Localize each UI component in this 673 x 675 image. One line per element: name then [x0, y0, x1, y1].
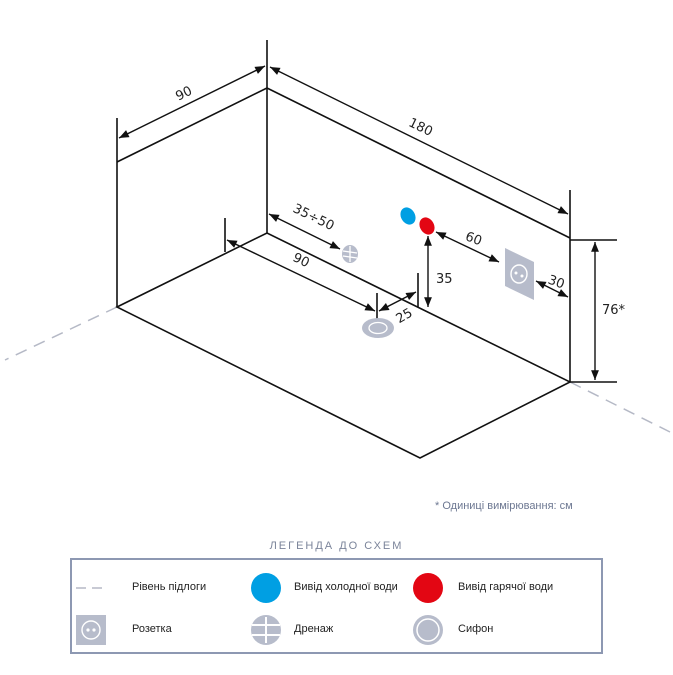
legend-title: ЛЕГЕНДА ДО СХЕМ — [269, 540, 404, 552]
socket-icon — [505, 248, 534, 300]
dim-siphon-from-wall: 90 — [290, 250, 311, 271]
dim-outlet-to-socket: 60 — [463, 229, 484, 249]
legend-floor-level: Рівень підлоги — [132, 581, 207, 593]
siphon-icon — [362, 318, 394, 338]
dim-outlet-height: 35 — [436, 272, 453, 287]
drain-icon — [251, 615, 281, 645]
legend-box: Рівень підлоги Вивід холодної води Вивід… — [70, 558, 603, 654]
legend-socket: Розетка — [132, 623, 172, 635]
legend-cold-water: Вивід холодної води — [294, 581, 398, 593]
dim-height: 76* — [602, 303, 626, 318]
hot-water-icon — [413, 573, 443, 603]
cold-water-icon — [251, 573, 281, 603]
units-note: * Одиниці вимірювання: см — [435, 500, 573, 512]
dim-socket-to-corner: 30 — [546, 273, 567, 293]
socket-icon — [76, 615, 106, 645]
floor-level-lines — [4, 306, 671, 433]
dim-drain-offset: 35÷50 — [290, 201, 336, 234]
legend-hot-water: Вивід гарячої води — [458, 581, 554, 593]
dim-siphon-offset: 25 — [394, 306, 416, 327]
hot-water-outlet-icon — [419, 217, 435, 235]
dimension-lines — [118, 65, 599, 380]
bathtub-installation-scheme: 90 180 76* 35÷50 90 25 35 60 30 — [4, 40, 671, 459]
drain-icon — [342, 245, 358, 263]
legend-icons — [76, 573, 443, 645]
dim-width: 90 — [173, 84, 194, 105]
legend-drain: Дренаж — [294, 623, 334, 635]
legend-siphon: Сифон — [458, 623, 494, 635]
siphon-icon — [413, 615, 443, 645]
cold-water-outlet-icon — [400, 207, 416, 225]
